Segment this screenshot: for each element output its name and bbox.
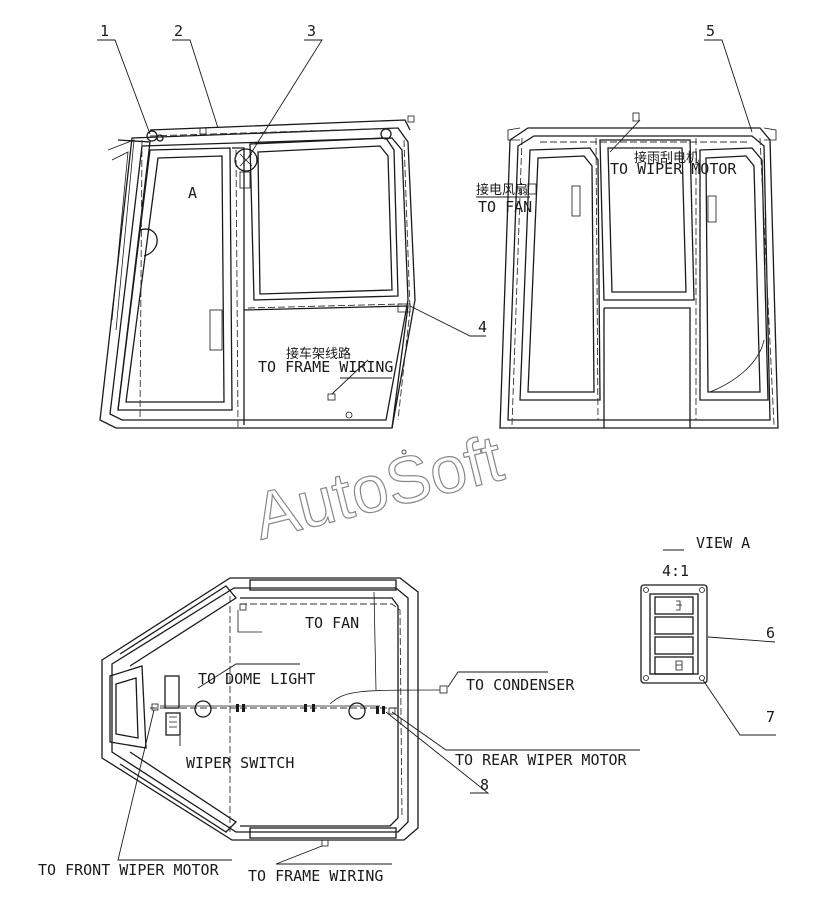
watermark: AutoSoft — [246, 420, 510, 553]
frame-wiring-cn-label: 接车架线路 — [286, 346, 351, 362]
callout-7: 7 — [766, 708, 775, 726]
callout-1: 1 — [100, 22, 109, 40]
scale-label: 4:1 — [662, 562, 689, 580]
front-wiper-motor-label: TO FRONT WIPER MOTOR — [38, 861, 220, 879]
fan-label: TO FAN — [478, 198, 532, 216]
wiper-motor-label: TO WIPER MOTOR — [610, 160, 737, 178]
leader-lines — [97, 39, 776, 865]
fan-plan-label: TO FAN — [305, 614, 359, 632]
cab-plan-view — [101, 577, 448, 847]
wiper-motor-cn-label: 接雨刮电机 — [634, 150, 699, 166]
view-a-title: VIEW A — [696, 534, 750, 552]
wiring-labels: A 接车架线路 TO FRAME WIRING 接电风扇 TO FAN 接雨刮电… — [38, 150, 750, 885]
condenser-label: TO CONDENSER — [466, 676, 575, 694]
callout-5: 5 — [706, 22, 715, 40]
rear-wiper-motor-label: TO REAR WIPER MOTOR — [455, 751, 628, 769]
callout-4: 4 — [478, 318, 487, 336]
callout-8: 8 — [480, 776, 489, 794]
cab-side-view — [99, 115, 416, 455]
dome-light-label: TO DOME LIGHT — [198, 670, 315, 688]
callout-6: 6 — [766, 624, 775, 642]
callout-2: 2 — [174, 22, 183, 40]
callout-numbers: 1 2 3 4 5 6 7 8 — [100, 22, 775, 794]
switch-panel-view-a — [640, 549, 708, 684]
frame-wiring-label: TO FRAME WIRING — [258, 358, 393, 376]
wiper-switch-label: WIPER SWITCH — [186, 754, 294, 772]
view-marker: A — [188, 184, 197, 202]
frame-wiring-plan-label: TO FRAME WIRING — [248, 867, 383, 885]
fan-cn-label: 接电风扇 — [476, 182, 528, 198]
callout-3: 3 — [307, 22, 316, 40]
cab-rear-view — [499, 112, 779, 429]
